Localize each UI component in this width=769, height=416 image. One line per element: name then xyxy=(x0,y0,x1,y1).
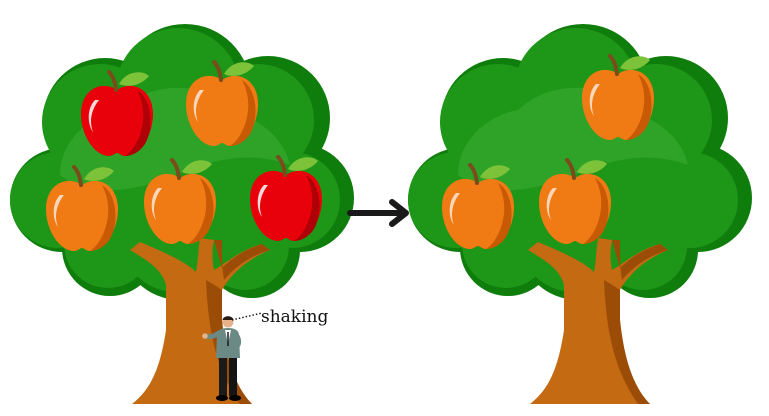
transition-arrow xyxy=(347,199,409,227)
shaking-label: shaking xyxy=(261,307,328,327)
annotation-leader-line xyxy=(231,312,263,321)
tree-before-shaking xyxy=(10,24,354,404)
man-in-suit xyxy=(202,316,242,401)
tree-after-shaking xyxy=(408,24,752,404)
